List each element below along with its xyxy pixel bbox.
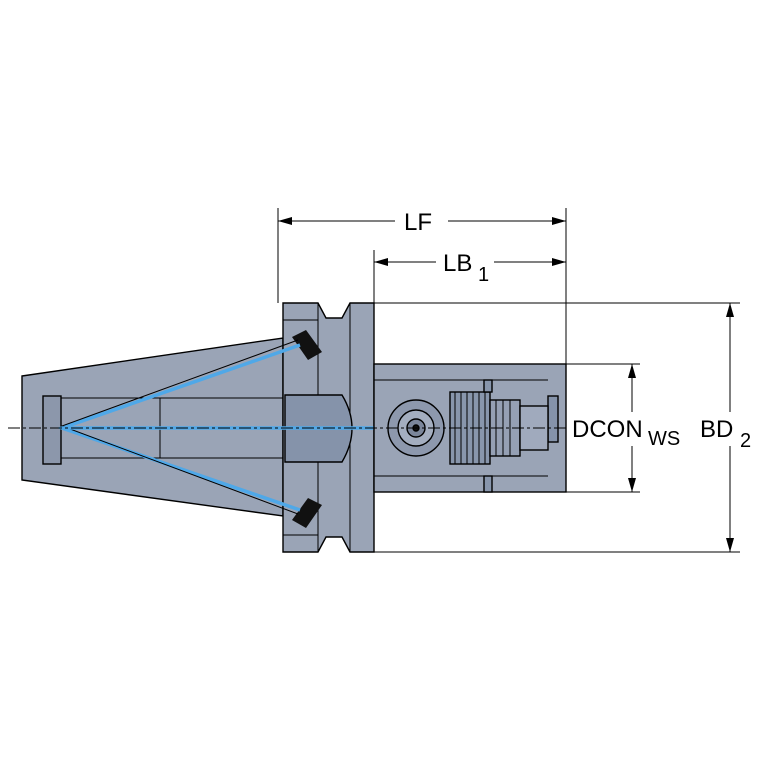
drive-slot-top xyxy=(292,330,322,360)
lb1-subscript: 1 xyxy=(478,264,489,286)
dcon-dimension: DCON WS xyxy=(572,364,680,492)
lf-dimension: LF xyxy=(278,209,566,236)
lb1-label: LB xyxy=(443,250,472,277)
bd2-dimension: BD 2 xyxy=(700,303,751,552)
drive-slot-bottom xyxy=(292,498,322,528)
lf-label: LF xyxy=(404,209,432,236)
bd2-label: BD xyxy=(700,416,733,443)
dcon-subscript: WS xyxy=(648,428,680,450)
extension-lines xyxy=(277,208,740,553)
bd2-subscript: 2 xyxy=(740,430,751,452)
lb1-dimension: LB 1 xyxy=(374,250,566,286)
dcon-label: DCON xyxy=(572,416,643,443)
